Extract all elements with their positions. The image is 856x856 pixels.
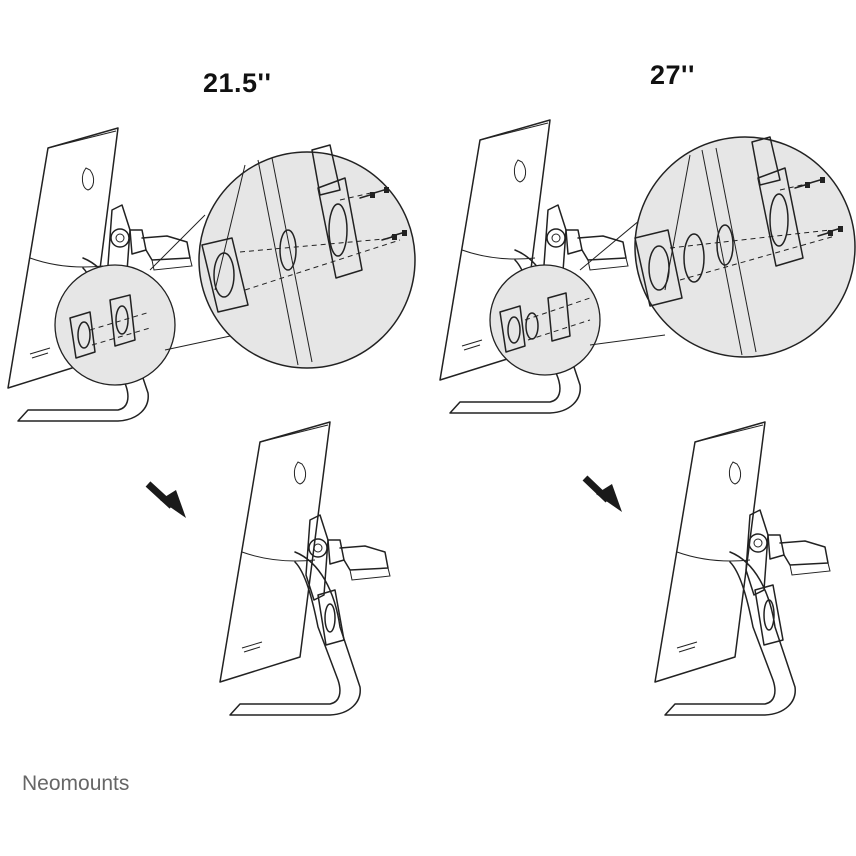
brand-logo: Neomounts bbox=[22, 772, 130, 795]
small-detail-21-5 bbox=[69, 294, 151, 359]
magnifier-small-21-5 bbox=[54, 264, 176, 386]
imac-27-assembled bbox=[654, 421, 796, 716]
zoom-connector-21-5-top bbox=[149, 214, 206, 271]
zoom-connector-27-bottom bbox=[589, 334, 666, 346]
arm-head-21-5-bottom bbox=[305, 514, 391, 601]
arm-head-27-bottom bbox=[745, 509, 831, 596]
arrow-icon-right bbox=[582, 475, 622, 512]
large-detail-21-5 bbox=[201, 144, 408, 366]
magnifier-large-27 bbox=[634, 136, 856, 358]
large-detail-27 bbox=[634, 136, 844, 356]
title-21-5-inch: 21.5'' bbox=[203, 68, 272, 98]
zoom-connector-21-5-bottom bbox=[164, 334, 236, 351]
title-27-inch: 27'' bbox=[650, 60, 695, 90]
mounted-bracket-21-5 bbox=[317, 589, 345, 646]
magnifier-large-21-5 bbox=[198, 151, 416, 369]
arrow-icon-left bbox=[145, 481, 186, 518]
zoom-connector-27-top bbox=[579, 219, 641, 271]
imac-21-5-assembled bbox=[219, 421, 361, 716]
mounted-bracket-27 bbox=[754, 584, 784, 646]
magnifier-small-27 bbox=[489, 264, 601, 376]
small-detail-27 bbox=[499, 292, 591, 353]
